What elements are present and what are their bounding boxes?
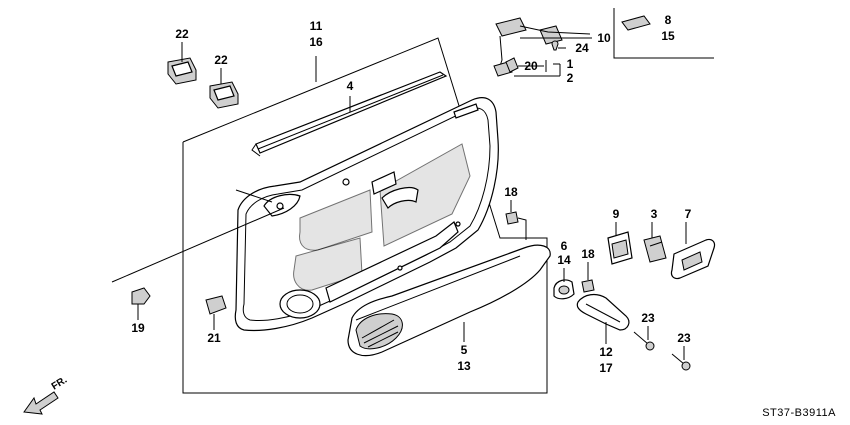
screw-part-18a[interactable] bbox=[505, 211, 527, 240]
callout-14: 14 bbox=[557, 253, 571, 267]
callout-11: 11 bbox=[310, 19, 323, 33]
callout-21: 21 bbox=[207, 331, 221, 345]
front-direction-label: FR. bbox=[50, 375, 70, 393]
callout-15: 15 bbox=[661, 29, 675, 43]
callout-6: 6 bbox=[561, 239, 568, 253]
callout-9: 9 bbox=[613, 207, 620, 221]
callout-3: 3 bbox=[651, 207, 658, 221]
callout-22a: 22 bbox=[175, 27, 189, 41]
door-pocket-trim-part-5[interactable] bbox=[347, 244, 551, 357]
callout-20: 20 bbox=[524, 59, 538, 73]
callout-7: 7 bbox=[685, 207, 692, 221]
callout-13: 13 bbox=[457, 359, 471, 373]
switch-panel-part-8[interactable] bbox=[613, 8, 714, 59]
callout-22b: 22 bbox=[214, 53, 228, 67]
callout-12: 12 bbox=[599, 345, 613, 359]
callout-5: 5 bbox=[461, 343, 468, 357]
switch-housing-part-9[interactable] bbox=[607, 231, 633, 265]
callout-8: 8 bbox=[665, 13, 672, 27]
pull-handle-part-12[interactable] bbox=[576, 293, 630, 331]
callout-23b: 23 bbox=[677, 331, 691, 345]
callout-labels: 11 16 4 22 22 10 24 1 20 2 8 15 18 9 3 7… bbox=[131, 13, 691, 375]
switch-part-3[interactable] bbox=[643, 235, 667, 263]
screw-part-23b[interactable] bbox=[671, 353, 691, 371]
screw-part-18b[interactable] bbox=[581, 279, 595, 293]
callout-19: 19 bbox=[131, 321, 145, 335]
callout-1: 1 bbox=[567, 57, 574, 71]
callout-4: 4 bbox=[347, 79, 354, 93]
front-direction-arrow: FR. bbox=[23, 375, 70, 415]
drawing-code: ST37-B3911A bbox=[762, 407, 836, 419]
callout-24: 24 bbox=[575, 41, 589, 55]
switch-harness-group[interactable] bbox=[493, 17, 591, 77]
clip-part-22b[interactable] bbox=[209, 81, 239, 109]
callout-18a: 18 bbox=[504, 185, 518, 199]
screw-part-23a[interactable] bbox=[633, 331, 655, 351]
clip-part-21[interactable] bbox=[205, 295, 227, 322]
callout-17: 17 bbox=[599, 361, 613, 375]
switch-panel-part-7[interactable] bbox=[670, 238, 716, 280]
callout-2: 2 bbox=[567, 71, 574, 85]
callout-18b: 18 bbox=[581, 247, 595, 261]
bezel-part-6[interactable] bbox=[553, 279, 575, 300]
leader-lines bbox=[111, 37, 687, 360]
assembly-frame bbox=[182, 37, 548, 394]
clip-part-22a[interactable] bbox=[167, 57, 197, 85]
clip-part-19[interactable] bbox=[131, 287, 151, 312]
callout-10: 10 bbox=[597, 31, 611, 45]
callout-23a: 23 bbox=[641, 311, 655, 325]
callout-16: 16 bbox=[309, 35, 323, 49]
door-lining-panel[interactable] bbox=[234, 97, 499, 332]
